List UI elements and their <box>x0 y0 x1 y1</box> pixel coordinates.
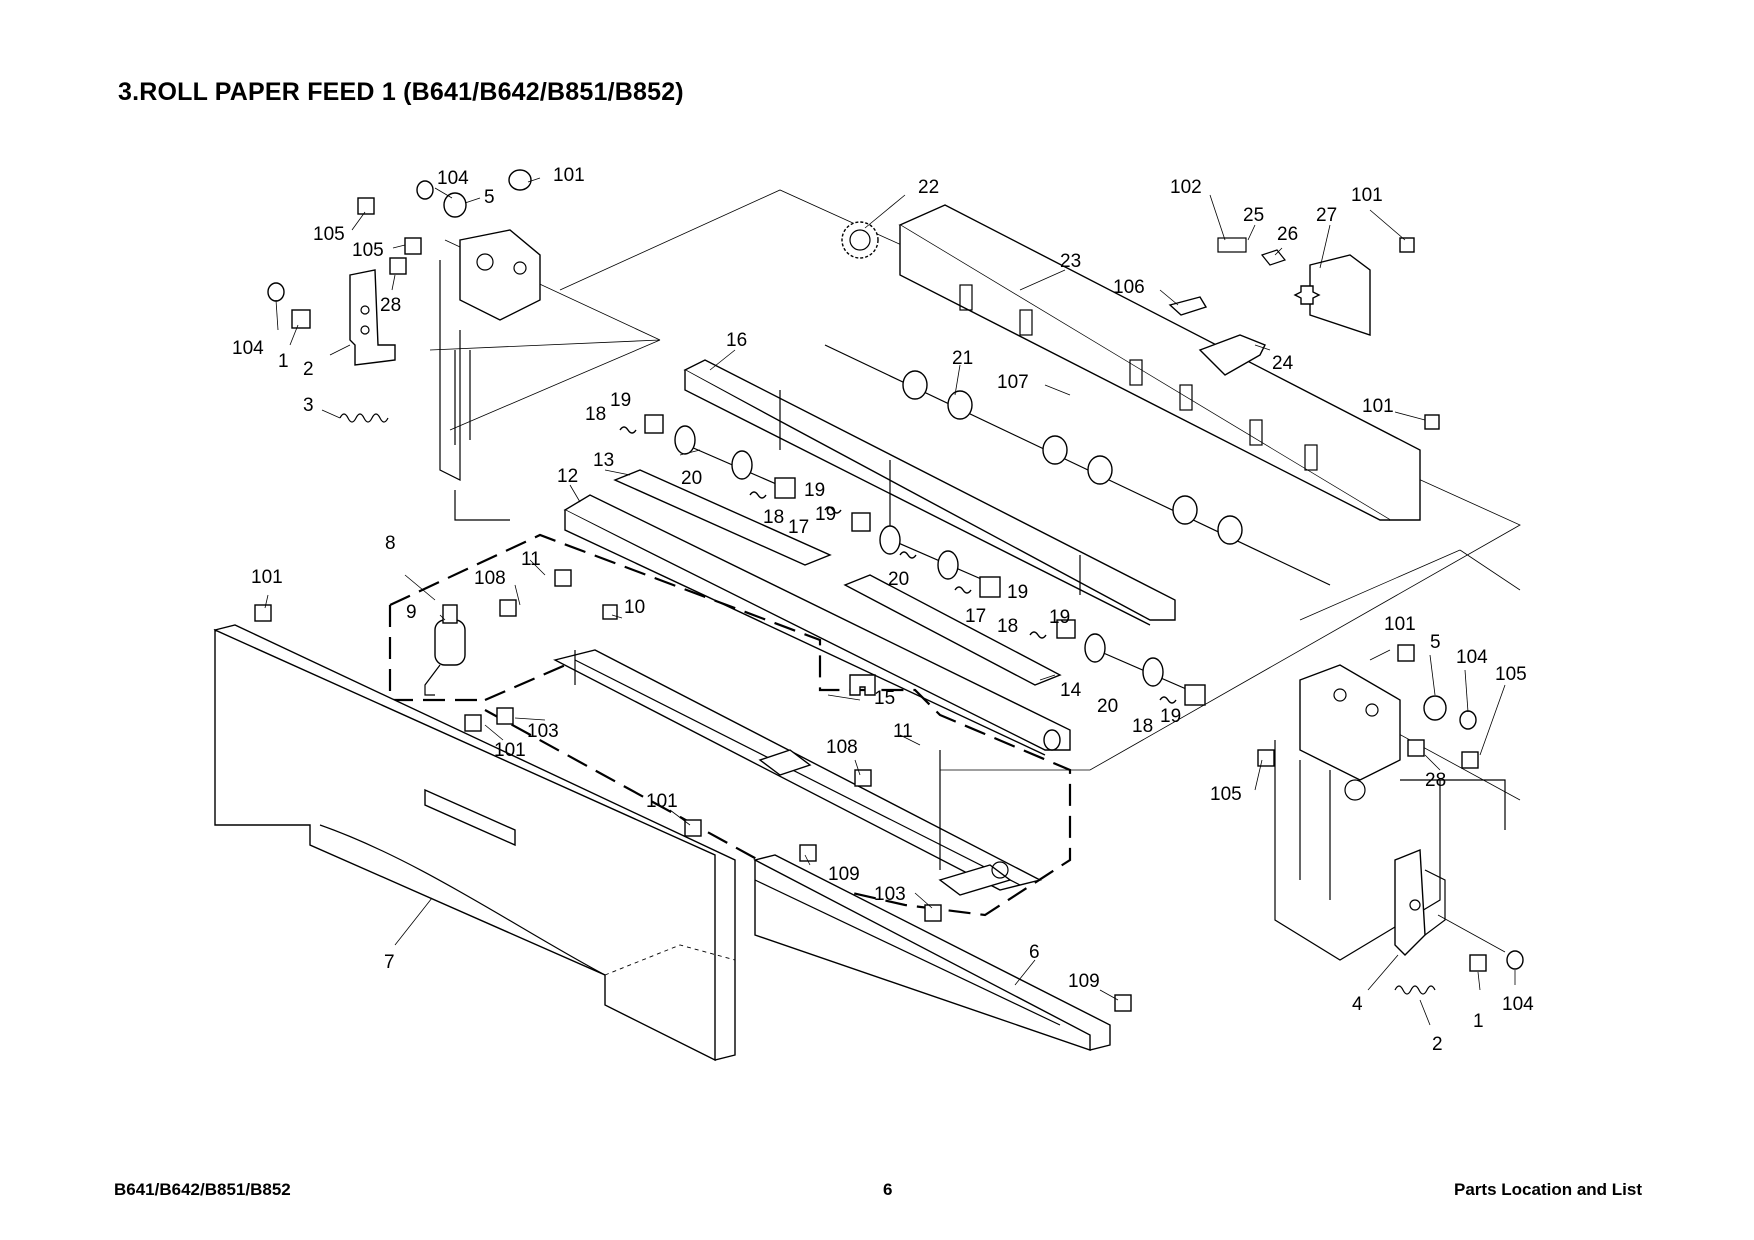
callout-2: 2 <box>303 359 314 380</box>
callout-104: 104 <box>1502 994 1534 1015</box>
callout-5: 5 <box>484 187 495 208</box>
solenoid <box>424 604 466 696</box>
callout-28: 28 <box>380 295 401 316</box>
lower-cover <box>753 854 1111 1051</box>
fasteners <box>254 169 1524 1012</box>
callout-101: 101 <box>1384 614 1416 635</box>
right-bracket <box>1394 848 1446 956</box>
feed-roller-shaft <box>824 344 1331 586</box>
callout-20: 20 <box>1097 696 1118 717</box>
callout-105: 105 <box>1495 664 1527 685</box>
callout-28: 28 <box>1425 770 1446 791</box>
callout-104: 104 <box>437 168 469 189</box>
callout-18: 18 <box>585 404 606 425</box>
callout-labels: 104 101 5 105 105 28 104 1 2 3 22 102 25… <box>232 165 1534 1055</box>
callout-105: 105 <box>1210 784 1242 805</box>
callout-21: 21 <box>952 348 973 369</box>
callout-11: 11 <box>893 721 913 742</box>
lower-guide-plate <box>563 494 1071 756</box>
callout-1: 1 <box>278 351 289 372</box>
callout-19: 19 <box>815 504 836 525</box>
callout-13: 13 <box>593 450 614 471</box>
callout-104: 104 <box>1456 647 1488 668</box>
callout-4: 4 <box>1352 994 1363 1015</box>
callout-6: 6 <box>1029 942 1040 963</box>
callout-101: 101 <box>646 791 678 812</box>
callout-102: 102 <box>1170 177 1202 198</box>
page-title: 3.ROLL PAPER FEED 1 (B641/B642/B851/B852… <box>118 78 684 106</box>
upper-guide-plate <box>898 204 1421 521</box>
callout-23: 23 <box>1060 251 1081 272</box>
callout-3: 3 <box>303 395 314 416</box>
callout-105: 105 <box>352 240 384 261</box>
callout-17: 17 <box>788 517 809 538</box>
callout-19: 19 <box>1160 706 1181 727</box>
callout-105: 105 <box>313 224 345 245</box>
callout-101: 101 <box>1351 185 1383 206</box>
callout-19: 19 <box>1007 582 1028 603</box>
footer-page-number: 6 <box>883 1180 893 1199</box>
callout-26: 26 <box>1277 224 1298 245</box>
callout-19: 19 <box>804 480 825 501</box>
callout-108: 108 <box>474 568 506 589</box>
callout-2: 2 <box>1432 1034 1443 1055</box>
callout-27: 27 <box>1316 205 1337 226</box>
callout-5: 5 <box>1430 632 1441 653</box>
guide-rails <box>553 649 1042 896</box>
callout-101: 101 <box>1362 396 1394 417</box>
callout-20: 20 <box>681 468 702 489</box>
callout-106: 106 <box>1113 277 1145 298</box>
footer-model-numbers: B641/B642/B851/B852 <box>114 1180 291 1199</box>
drive-gear <box>841 221 879 259</box>
callout-108: 108 <box>826 737 858 758</box>
callout-10: 10 <box>624 597 645 618</box>
callout-103: 103 <box>874 884 906 905</box>
right-side-frame <box>1274 664 1506 961</box>
callout-14: 14 <box>1060 680 1082 701</box>
callout-18: 18 <box>763 507 784 528</box>
callout-19: 19 <box>1049 607 1070 628</box>
callout-109: 109 <box>1068 971 1100 992</box>
sensor-bracket <box>1168 237 1371 376</box>
callout-19: 19 <box>610 390 631 411</box>
callout-7: 7 <box>384 952 395 973</box>
left-spring <box>339 413 389 423</box>
front-cover <box>213 624 736 1062</box>
callout-103: 103 <box>527 721 559 742</box>
callout-101: 101 <box>251 567 283 588</box>
callout-18: 18 <box>1132 716 1153 737</box>
callout-107: 107 <box>997 372 1029 393</box>
callout-101: 101 <box>494 740 526 761</box>
sensor-actuator <box>849 674 876 696</box>
callout-24: 24 <box>1272 353 1294 374</box>
leader-lines <box>264 177 1516 1026</box>
callout-22: 22 <box>918 177 939 198</box>
left-side-frame <box>439 229 541 521</box>
callout-15: 15 <box>874 688 895 709</box>
callout-1: 1 <box>1473 1011 1484 1032</box>
callout-109: 109 <box>828 864 860 885</box>
callout-25: 25 <box>1243 205 1264 226</box>
feed-rollers <box>644 414 1206 706</box>
callout-17: 17 <box>965 606 986 627</box>
callout-101: 101 <box>553 165 585 186</box>
callout-9: 9 <box>406 602 417 623</box>
callout-16: 16 <box>726 330 747 351</box>
left-bracket <box>349 269 396 366</box>
middle-guide-plate <box>683 359 1176 626</box>
callout-18: 18 <box>997 616 1018 637</box>
callout-20: 20 <box>888 569 909 590</box>
callout-8: 8 <box>385 533 396 554</box>
right-spring <box>1394 985 1436 995</box>
mylar-strips <box>613 469 1062 686</box>
callout-11: 11 <box>521 549 541 570</box>
callout-12: 12 <box>557 466 578 487</box>
footer-section-name: Parts Location and List <box>1454 1180 1642 1199</box>
callout-104: 104 <box>232 338 264 359</box>
